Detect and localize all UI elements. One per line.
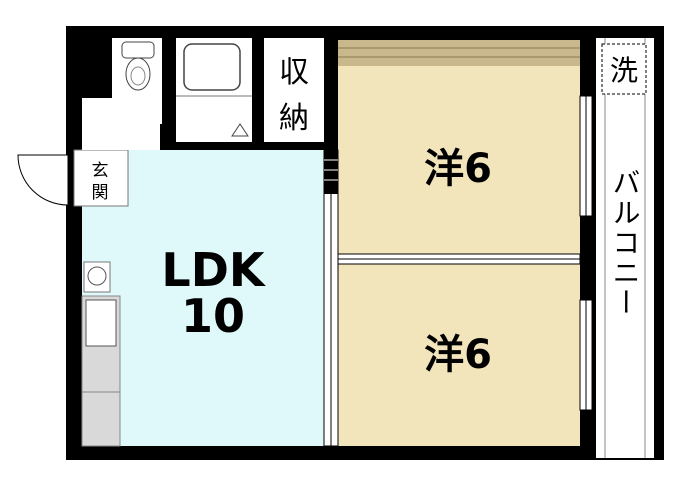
western-room-bottom xyxy=(338,264,580,446)
toilet xyxy=(112,38,162,124)
entrance-label-top: 玄 xyxy=(92,161,109,181)
storage-label-bottom: 納 xyxy=(279,101,309,136)
bathtub-icon xyxy=(183,43,241,91)
washer-space xyxy=(601,43,647,95)
western-room-top xyxy=(338,40,580,254)
ldk-label: LDK xyxy=(161,243,266,297)
sliding-doors xyxy=(323,149,581,447)
closet-strip xyxy=(338,40,580,66)
entrance xyxy=(17,149,129,207)
western-room-top-label: 洋6 xyxy=(424,146,492,192)
kitchen-counter xyxy=(81,261,121,447)
stove-icon xyxy=(87,266,107,286)
western-room-bottom-label: 洋6 xyxy=(424,332,492,378)
balcony-label: バルコニー xyxy=(609,168,642,318)
storage xyxy=(264,38,324,142)
entrance-label-bottom: 関 xyxy=(92,183,109,203)
ldk-size-label: 10 xyxy=(181,289,245,343)
sink-icon xyxy=(85,299,117,347)
bathroom xyxy=(176,38,252,142)
washer-label: 洗 xyxy=(610,54,638,87)
balcony-windows xyxy=(579,95,593,411)
storage-label-top: 収 xyxy=(279,55,309,90)
entrance-door-swing xyxy=(17,154,69,206)
balcony xyxy=(596,38,654,458)
washbasin-icon xyxy=(231,123,249,137)
